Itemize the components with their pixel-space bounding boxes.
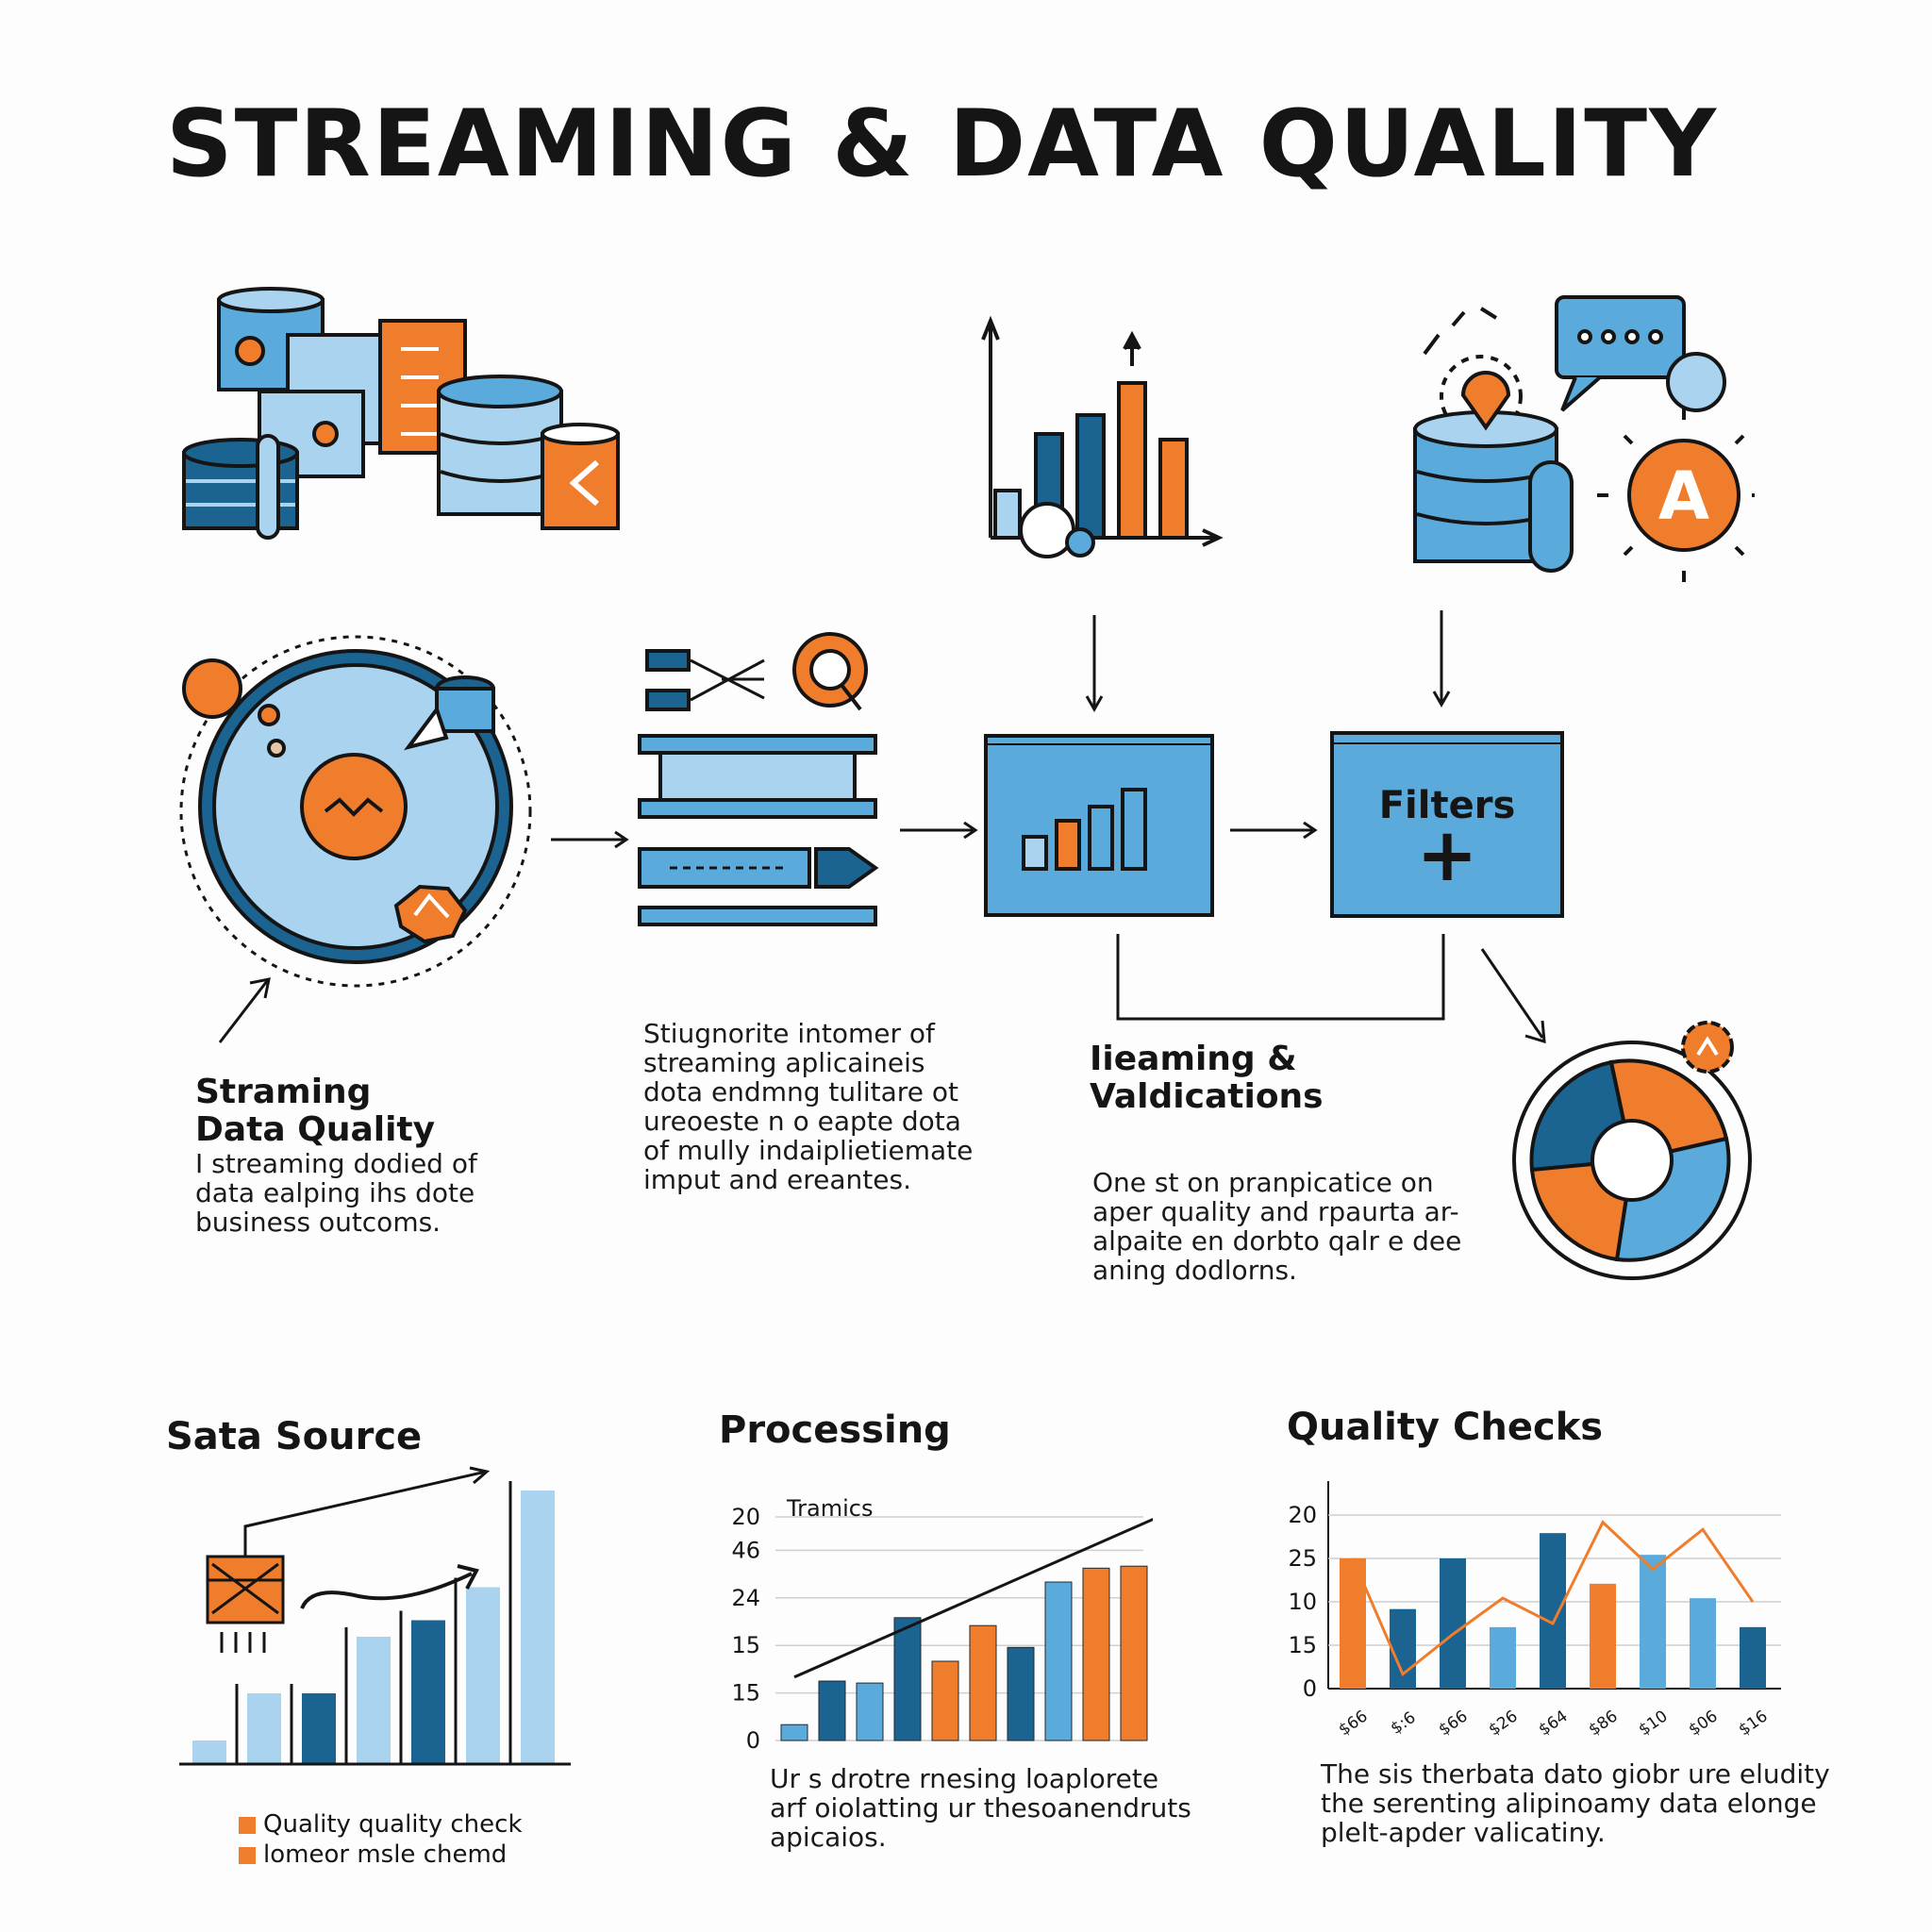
donut-chart-icon: [1512, 1021, 1752, 1280]
plus-icon: +: [1416, 813, 1478, 898]
filters-box-icon: Filters +: [1330, 731, 1564, 918]
bar: [1640, 1555, 1666, 1689]
y-tick-label: 10: [1288, 1589, 1317, 1615]
x-tick-label: $16: [1736, 1707, 1772, 1740]
y-tick-label: 24: [731, 1585, 760, 1611]
svg-text:A: A: [1658, 458, 1709, 535]
processing-chart: 0 15 15 24 46 20 Tramics: [731, 1495, 1153, 1754]
validations-section: Iieaming & Valdications: [1090, 1041, 1324, 1116]
legend-swatch: [239, 1817, 256, 1834]
bar: [247, 1693, 281, 1764]
x-tick-label: $64: [1536, 1707, 1572, 1740]
streaming-body: I streaming dodied of data ealping ihs d…: [195, 1148, 477, 1238]
bar: [780, 1724, 808, 1741]
quality-bars: [1340, 1533, 1766, 1689]
data-source-title: Sata Source: [166, 1415, 423, 1458]
processing-caption: Ur s drotre rnesing loaplorete arf oiola…: [770, 1763, 1191, 1853]
bar: [411, 1620, 445, 1764]
data-source-bars: [192, 1481, 555, 1764]
bar: [1082, 1567, 1110, 1741]
quality-y-ticks: 0 15 10 25 20: [1288, 1502, 1317, 1702]
y-tick-label: 15: [1288, 1632, 1317, 1658]
bar: [1740, 1626, 1766, 1689]
page-title: STREAMING & DATA QUALITY: [166, 91, 1719, 198]
processing-inner-label: Tramics: [786, 1495, 873, 1522]
pointer-arrow-icon: [218, 977, 271, 1043]
x-tick-label: $66: [1336, 1707, 1372, 1740]
x-tick-label: $66: [1436, 1707, 1472, 1740]
pointer-arrow-icon: [1480, 948, 1546, 1044]
bar: [1690, 1598, 1716, 1689]
database-cluster-icon: [182, 287, 620, 540]
legend-swatch: [239, 1847, 256, 1864]
x-tick-label: $06: [1686, 1707, 1722, 1740]
bar: [192, 1740, 226, 1764]
processing-bars: [780, 1565, 1148, 1741]
flow-arrow-icon: [1230, 821, 1318, 840]
bar: [893, 1617, 922, 1741]
validation-chart-box-icon: [984, 734, 1214, 917]
bar: [1390, 1608, 1416, 1689]
bar: [1590, 1583, 1616, 1689]
connector-line: [1116, 934, 1445, 1021]
down-arrow-icon: [1432, 610, 1451, 708]
bar: [856, 1682, 884, 1741]
bar: [357, 1637, 391, 1764]
streaming-hub-icon: [179, 635, 532, 988]
processing-title: Processing: [719, 1408, 951, 1452]
quality-x-ticks: $66 $:6 $66 $26 $64 $86 $10 $06 $16: [1336, 1707, 1772, 1740]
bar: [1120, 1565, 1148, 1741]
quality-checks-chart: 0 15 10 25 20 $66 $:6 $66 $26 $64 $86 $10 $06 $16: [1288, 1481, 1781, 1740]
growth-bar-chart-icon: [981, 315, 1224, 558]
validations-body: One st on pranpicatice on aper quality a…: [1092, 1167, 1462, 1286]
y-tick-label: 20: [731, 1504, 760, 1530]
flow-curve-icon: [300, 1564, 479, 1609]
streaming-heading: Straming Data Quality: [195, 1073, 436, 1149]
bar: [1007, 1646, 1035, 1741]
y-tick-label: 46: [731, 1537, 760, 1563]
flow-arrow-icon: [551, 830, 629, 849]
data-source-chart: [179, 1466, 571, 1766]
bar: [521, 1491, 555, 1764]
bar: [1044, 1581, 1073, 1741]
y-tick-label: 15: [731, 1680, 760, 1707]
down-arrow-icon: [1085, 615, 1104, 713]
filters-box-label: Filters: [1378, 784, 1516, 827]
trend-arrow-icon: [243, 1466, 491, 1557]
processing-y-ticks: 0 15 15 24 46 20: [731, 1504, 760, 1754]
streaming-section: Straming Data Quality I streaming dodied…: [195, 1073, 477, 1238]
flow-arrow-icon: [900, 821, 978, 840]
y-tick-label: 0: [1303, 1675, 1317, 1702]
quality-trend-line: [1351, 1520, 1755, 1677]
bar: [466, 1587, 500, 1764]
data-source-legend: Quality quality check lomeor msle chemd: [239, 1809, 523, 1870]
x-tick-label: $:6: [1388, 1708, 1420, 1739]
trend-arrow-icon: [793, 1517, 1153, 1679]
y-tick-label: 20: [1288, 1502, 1317, 1528]
bar: [302, 1693, 336, 1764]
quality-checks-caption: The sis therbata dato giobr ure eludity …: [1321, 1758, 1830, 1848]
bar: [931, 1660, 959, 1741]
quality-checks-title: Quality Checks: [1287, 1406, 1604, 1449]
bar: [818, 1680, 846, 1741]
validations-heading: Iieaming & Valdications: [1090, 1040, 1324, 1116]
y-tick-label: 25: [1288, 1545, 1317, 1572]
y-tick-label: 15: [731, 1632, 760, 1658]
bar: [1540, 1533, 1566, 1689]
processing-pipeline-icon: [638, 632, 879, 926]
database-alert-icon: A: [1413, 295, 1755, 582]
x-tick-label: $10: [1636, 1707, 1672, 1740]
bar: [1490, 1626, 1516, 1689]
x-tick-label: $86: [1586, 1707, 1622, 1740]
x-tick-label: $26: [1486, 1707, 1522, 1740]
y-tick-label: 0: [746, 1727, 760, 1754]
bar: [1440, 1558, 1466, 1689]
bar: [969, 1624, 997, 1741]
server-icon: [206, 1555, 285, 1653]
processing-description: Stiugnorite intomer of streaming aplicai…: [643, 1018, 974, 1195]
